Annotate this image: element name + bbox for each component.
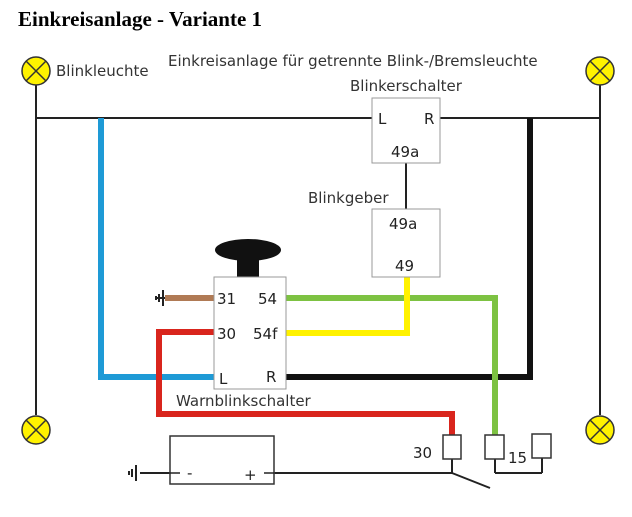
yellow-wire (286, 277, 410, 336)
lamp-top-left (21, 56, 51, 86)
battery-box (169, 435, 275, 485)
ignition-terminal-15a (484, 434, 505, 460)
blinkgeber-term-49a: 49a (389, 215, 417, 233)
blinkerschalter-term-49a: 49a (391, 143, 419, 161)
blinkgeber-box (371, 208, 441, 278)
blinkerschalter-term-l: L (378, 110, 387, 128)
diagram-subtitle: Einkreisanlage für getrennte Blink-/Brem… (168, 52, 538, 70)
warnblink-term-31: 31 (217, 290, 236, 308)
warnblink-term-30: 30 (217, 325, 236, 343)
ignition-label-30: 30 (413, 444, 432, 462)
lamp-bottom-right (585, 415, 615, 445)
warnblink-term-54f: 54f (253, 325, 278, 343)
blinkgeber-label: Blinkgeber (308, 189, 389, 207)
ignition-terminal-15b (531, 433, 552, 459)
warnblink-term-l: L (219, 370, 228, 388)
blinkerschalter-label: Blinkerschalter (350, 77, 463, 95)
warnblinkschalter-box (213, 276, 287, 390)
warnblink-term-54: 54 (258, 290, 277, 308)
blinkgeber-term-49: 49 (395, 257, 414, 275)
lamp-bottom-left (21, 415, 51, 445)
green-wire (286, 295, 498, 435)
blinkerschalter-term-r: R (424, 110, 434, 128)
warnblink-stem (237, 255, 259, 279)
battery-plus: + (244, 466, 257, 484)
colored-wires (98, 118, 533, 435)
ignition-terminal-30 (442, 434, 462, 460)
blinkleuchte-label: Blinkleuchte (56, 62, 149, 80)
thin-wires (35, 84, 601, 489)
blue-wire (98, 118, 214, 380)
ground-symbol-31 (155, 290, 164, 306)
ground-symbol-battery (128, 465, 137, 481)
blinkerschalter-box (371, 97, 441, 164)
warnblink-term-r: R (266, 368, 276, 386)
lamp-top-right (585, 56, 615, 86)
warnblinkschalter-label: Warnblinkschalter (176, 392, 312, 410)
black-wire (286, 118, 533, 380)
ignition-switch-blade (451, 472, 491, 489)
battery-minus: - (187, 464, 192, 482)
ignition-label-15: 15 (508, 449, 527, 467)
warnblink-knob[interactable] (215, 239, 281, 261)
diagram-title: Einkreisanlage - Variante 1 (18, 7, 262, 31)
red-wire (156, 329, 455, 435)
